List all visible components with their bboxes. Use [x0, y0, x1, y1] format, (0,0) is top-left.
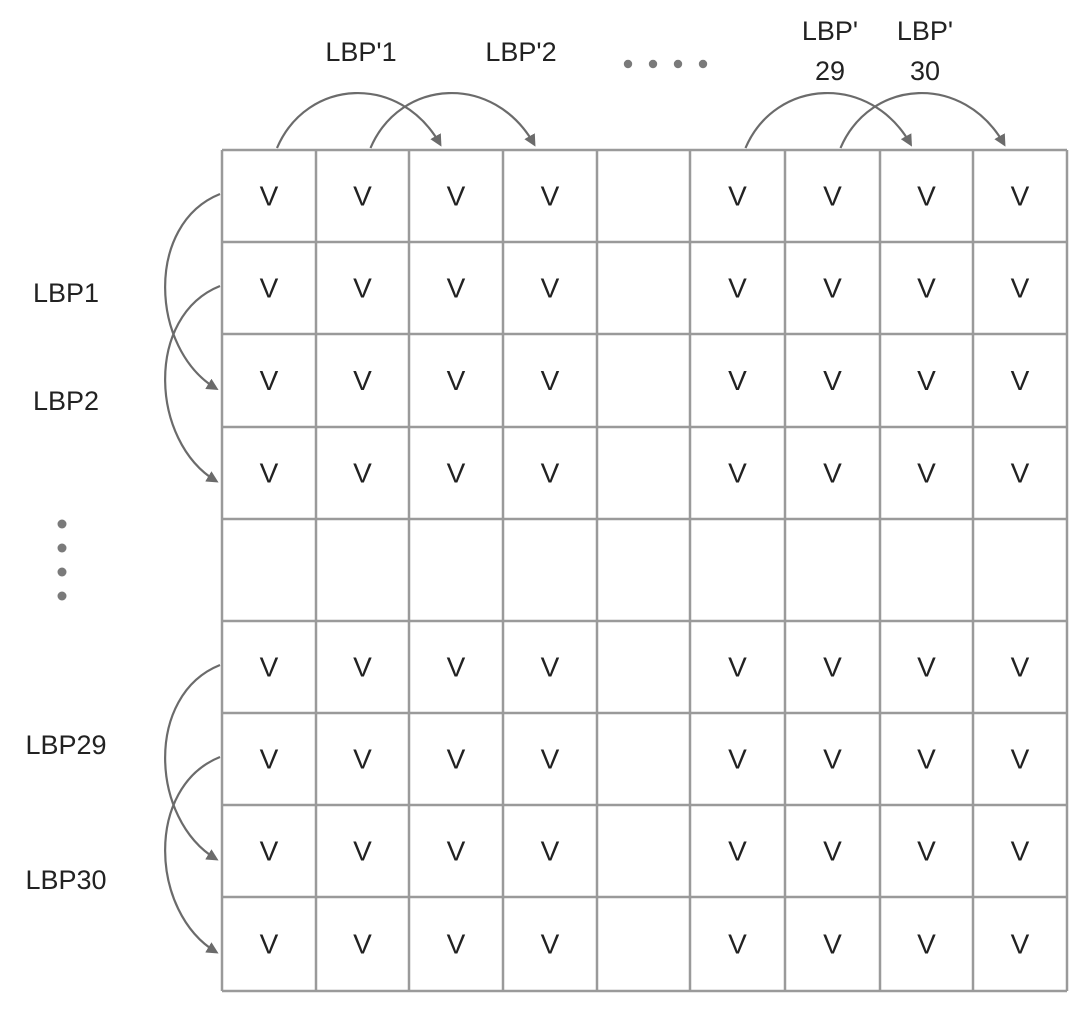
cell-r8-c0: V — [260, 929, 279, 960]
cell-r5-c1: V — [353, 652, 372, 683]
row-arrow-0 — [164, 192, 221, 391]
cell-r3-c7: V — [917, 458, 936, 489]
cell-r8-c8: V — [1011, 929, 1030, 960]
cell-r6-c7: V — [917, 744, 936, 775]
row-arrows — [164, 192, 221, 954]
row-arrow-2 — [164, 663, 221, 861]
cell-r1-c5: V — [728, 273, 747, 304]
column-labels: LBP'1 LBP'2 LBP' 29 LBP' 30 — [325, 16, 953, 86]
row-arrow-3 — [164, 755, 221, 954]
cell-r6-c3: V — [541, 744, 560, 775]
cell-r7-c1: V — [353, 836, 372, 867]
cell-r3-c8: V — [1011, 458, 1030, 489]
cell-r0-c0: V — [260, 181, 279, 212]
cell-r8-c7: V — [917, 929, 936, 960]
cell-r1-c2: V — [447, 273, 466, 304]
cell-r2-c6: V — [823, 365, 842, 396]
cell-r0-c3: V — [541, 181, 560, 212]
vertical-ellipsis-dot-1 — [57, 543, 67, 553]
column-label-1-line-0: LBP'2 — [485, 37, 556, 67]
vertical-ellipsis-dot-3 — [57, 591, 67, 601]
cell-r6-c8: V — [1011, 744, 1030, 775]
cell-r5-c8: V — [1011, 652, 1030, 683]
cell-r6-c5: V — [728, 744, 747, 775]
cell-r5-c2: V — [447, 652, 466, 683]
cell-r5-c5: V — [728, 652, 747, 683]
horizontal-ellipsis-dot-2 — [673, 59, 683, 69]
row-label-1: LBP2 — [33, 386, 99, 416]
cell-r0-c8: V — [1011, 181, 1030, 212]
column-arrow-2 — [744, 92, 912, 149]
row-arrow-1 — [164, 284, 221, 483]
cell-r7-c2: V — [447, 836, 466, 867]
cell-r2-c8: V — [1011, 365, 1030, 396]
cell-r5-c7: V — [917, 652, 936, 683]
column-arrow-1 — [369, 92, 536, 149]
cell-r7-c6: V — [823, 836, 842, 867]
cell-r8-c2: V — [447, 929, 466, 960]
cell-r0-c2: V — [447, 181, 466, 212]
cell-r3-c3: V — [541, 458, 560, 489]
horizontal-ellipsis-dot-1 — [648, 59, 658, 69]
cell-r0-c1: V — [353, 181, 372, 212]
row-label-3: LBP30 — [25, 865, 106, 895]
vertical-ellipsis-dot-0 — [57, 519, 67, 529]
cell-r8-c5: V — [728, 929, 747, 960]
cell-r1-c3: V — [541, 273, 560, 304]
ellipsis-dots — [57, 59, 708, 601]
cell-r2-c2: V — [447, 365, 466, 396]
cell-r5-c3: V — [541, 652, 560, 683]
cell-r8-c6: V — [823, 929, 842, 960]
cell-r8-c3: V — [541, 929, 560, 960]
cell-r2-c0: V — [260, 365, 279, 396]
cell-r7-c3: V — [541, 836, 560, 867]
cell-r1-c7: V — [917, 273, 936, 304]
cell-r1-c8: V — [1011, 273, 1030, 304]
cell-r0-c7: V — [917, 181, 936, 212]
cell-r6-c0: V — [260, 744, 279, 775]
horizontal-ellipsis-dot-3 — [698, 59, 708, 69]
cell-r7-c7: V — [917, 836, 936, 867]
column-arrows — [275, 92, 1006, 149]
cell-r2-c7: V — [917, 365, 936, 396]
grid-cells: V V V V V V V V V V V V V V V V V V V V V V V V V V V V V V V V V V V V V V V V… — [260, 181, 1030, 960]
cell-r3-c5: V — [728, 458, 747, 489]
cell-r5-c6: V — [823, 652, 842, 683]
grid-lines — [220, 148, 1069, 993]
column-label-3-line-1: 30 — [910, 56, 940, 86]
cell-r0-c6: V — [823, 181, 842, 212]
cell-r1-c1: V — [353, 273, 372, 304]
column-arrow-3 — [839, 92, 1006, 149]
cell-r6-c6: V — [823, 744, 842, 775]
column-label-2-line-1: 29 — [815, 56, 845, 86]
cell-r2-c3: V — [541, 365, 560, 396]
cell-r2-c5: V — [728, 365, 747, 396]
cell-r3-c6: V — [823, 458, 842, 489]
cell-r5-c0: V — [260, 652, 279, 683]
cell-r3-c0: V — [260, 458, 279, 489]
cell-r1-c0: V — [260, 273, 279, 304]
cell-r7-c0: V — [260, 836, 279, 867]
row-label-2: LBP29 — [25, 730, 106, 760]
column-label-2-line-0: LBP' — [802, 16, 858, 46]
column-arrow-0 — [275, 92, 442, 149]
horizontal-ellipsis-dot-0 — [623, 59, 633, 69]
column-label-3-line-0: LBP' — [897, 16, 953, 46]
vertical-ellipsis-dot-2 — [57, 567, 67, 577]
cell-r1-c6: V — [823, 273, 842, 304]
cell-r3-c2: V — [447, 458, 466, 489]
cell-r7-c8: V — [1011, 836, 1030, 867]
row-label-0: LBP1 — [33, 278, 99, 308]
cell-r0-c5: V — [728, 181, 747, 212]
cell-r3-c1: V — [353, 458, 372, 489]
column-label-0-line-0: LBP'1 — [325, 37, 396, 67]
cell-r6-c1: V — [353, 744, 372, 775]
cell-r2-c1: V — [353, 365, 372, 396]
cell-r7-c5: V — [728, 836, 747, 867]
cell-r8-c1: V — [353, 929, 372, 960]
cell-r6-c2: V — [447, 744, 466, 775]
